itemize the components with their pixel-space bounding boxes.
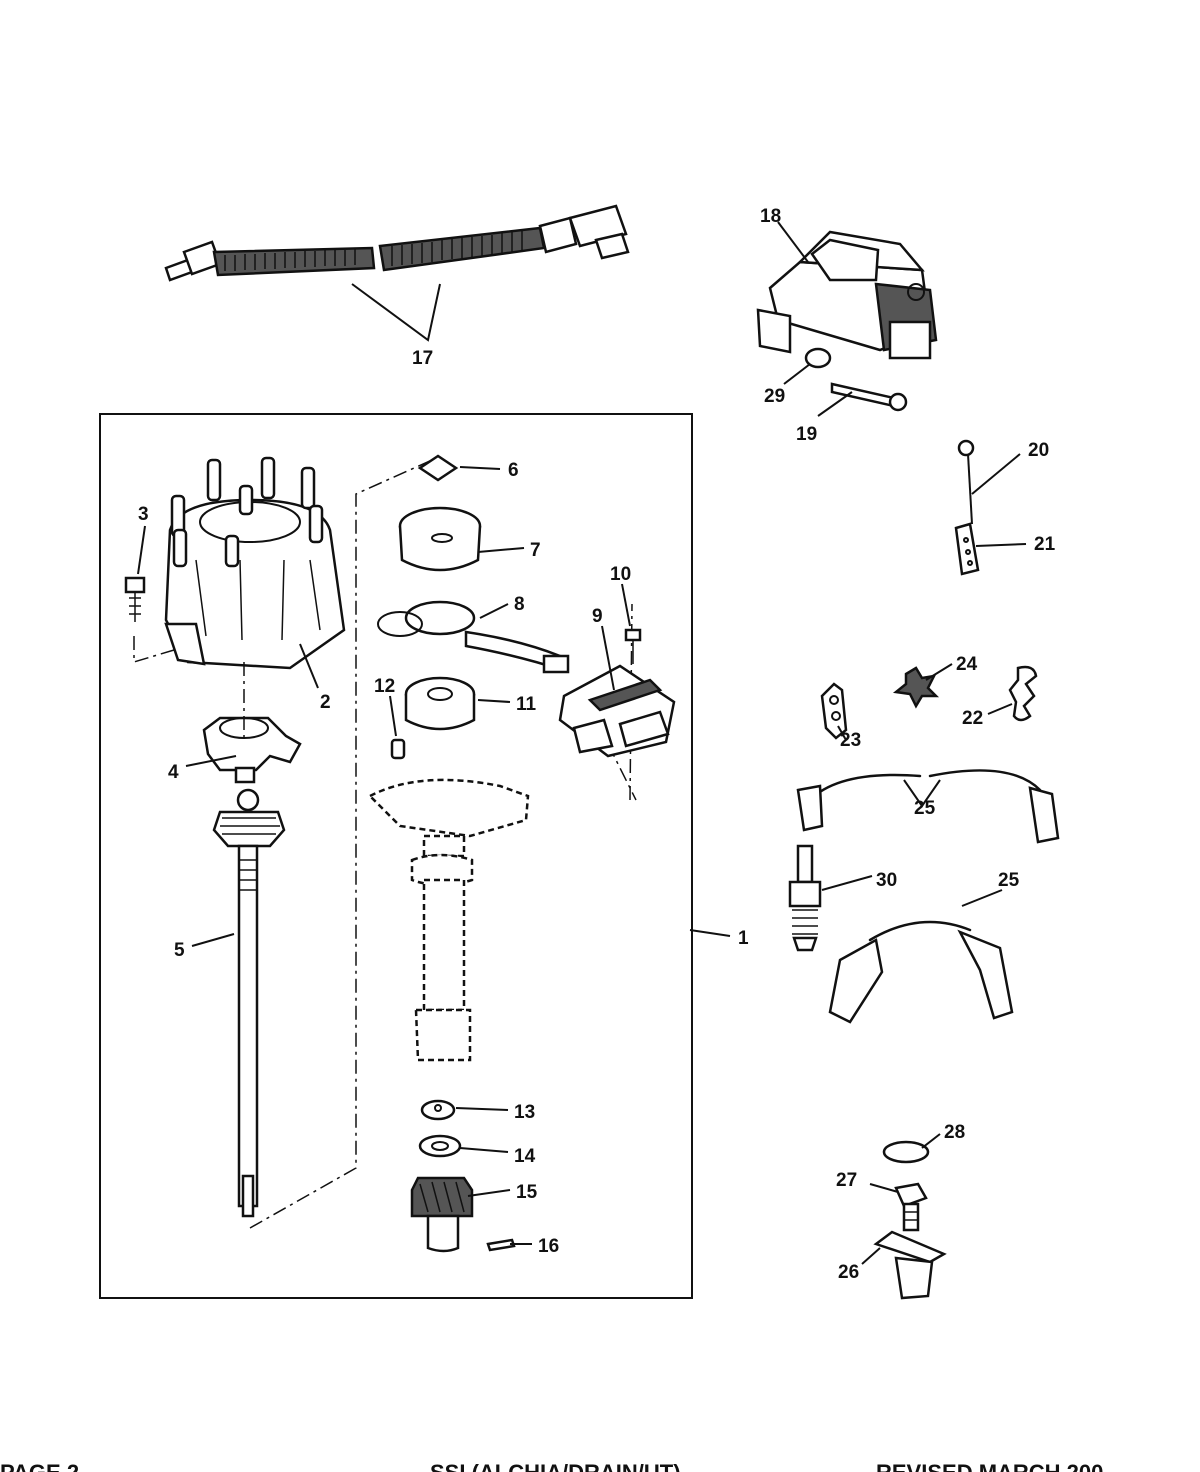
callout-9: 9	[592, 606, 603, 627]
distributor-assembly-frame	[99, 413, 693, 1299]
cap-leader-dash	[133, 636, 175, 664]
spark-plug-lead-25a	[796, 769, 1060, 844]
callout-19: 19	[796, 424, 817, 445]
footer-left: PAGE 2	[0, 1460, 79, 1472]
callout-22: 22	[962, 708, 983, 729]
callout-2: 2	[320, 692, 331, 713]
callout-25a: 25	[914, 798, 936, 819]
callout-labels: 1 2 3 4 5 6 7 8 9 10 11 12 13 14 15 16 1…	[138, 206, 1056, 1283]
callout-1: 1	[738, 928, 749, 949]
ignition-coil-18	[756, 230, 938, 360]
wire-retainer-20	[957, 439, 975, 525]
callout-20: 20	[1028, 440, 1049, 461]
callout-5: 5	[174, 940, 185, 961]
callout-25b: 25	[998, 870, 1020, 891]
gear-15	[410, 1176, 474, 1253]
callout-23: 23	[840, 730, 861, 751]
spark-plug-30	[788, 844, 822, 952]
callout-6: 6	[508, 460, 519, 481]
callout-28: 28	[944, 1122, 965, 1143]
distributor-cap-2	[164, 456, 346, 670]
washer-13	[420, 1099, 456, 1121]
callout-21: 21	[1034, 534, 1056, 555]
pad-6	[417, 454, 459, 482]
callout-16: 16	[538, 1236, 559, 1257]
bolt-27	[894, 1182, 928, 1232]
pickup-cover-7	[398, 506, 482, 572]
callout-30: 30	[876, 870, 897, 891]
callout-11: 11	[516, 694, 537, 715]
callout-29: 29	[764, 386, 785, 407]
gasket-28	[882, 1140, 930, 1164]
wiring-harness-17	[164, 204, 630, 342]
wire-separator-22	[1008, 665, 1038, 722]
spark-plug-lead-25b	[828, 920, 1014, 1024]
washer-29	[804, 347, 832, 369]
callout-14: 14	[514, 1146, 536, 1167]
pole-piece-11	[404, 676, 476, 731]
callout-26: 26	[838, 1262, 859, 1283]
callout-7: 7	[530, 540, 541, 561]
wire-bracket-21	[954, 522, 980, 576]
callout-12: 12	[374, 676, 395, 697]
callout-17: 17	[412, 348, 433, 369]
callout-27: 27	[836, 1170, 857, 1191]
callout-10: 10	[610, 564, 631, 585]
grommet-24	[892, 666, 940, 709]
cap-screw-3	[124, 576, 146, 622]
shaft-5	[212, 788, 286, 1218]
screw-10	[624, 628, 642, 664]
ignition-module-9	[558, 664, 676, 758]
footer-right: REVISED MARCH 200	[876, 1460, 1103, 1472]
pin-12	[390, 738, 406, 760]
callout-13: 13	[514, 1102, 535, 1123]
callout-4: 4	[168, 762, 179, 783]
roll-pin-16	[486, 1238, 516, 1252]
callout-3: 3	[138, 504, 149, 525]
wire-separator-23	[820, 682, 848, 740]
pickup-coil-8	[377, 600, 570, 674]
washer-14	[418, 1134, 462, 1158]
footer-center: SSI (ALCHIA/DRAIN/UT)	[430, 1460, 681, 1472]
page-footer: PAGE 2 SSI (ALCHIA/DRAIN/UT) REVISED MAR…	[0, 1460, 1103, 1472]
distributor-housing	[367, 778, 530, 1062]
clamp-26	[873, 1230, 947, 1300]
callout-15: 15	[516, 1182, 538, 1203]
leader-lines	[137, 221, 1027, 1265]
centerline-shaft	[249, 459, 433, 1229]
callout-8: 8	[514, 594, 525, 615]
callout-18: 18	[760, 206, 781, 227]
rotor-4	[202, 716, 302, 784]
bolt-19	[830, 382, 908, 412]
callout-24: 24	[956, 654, 978, 675]
